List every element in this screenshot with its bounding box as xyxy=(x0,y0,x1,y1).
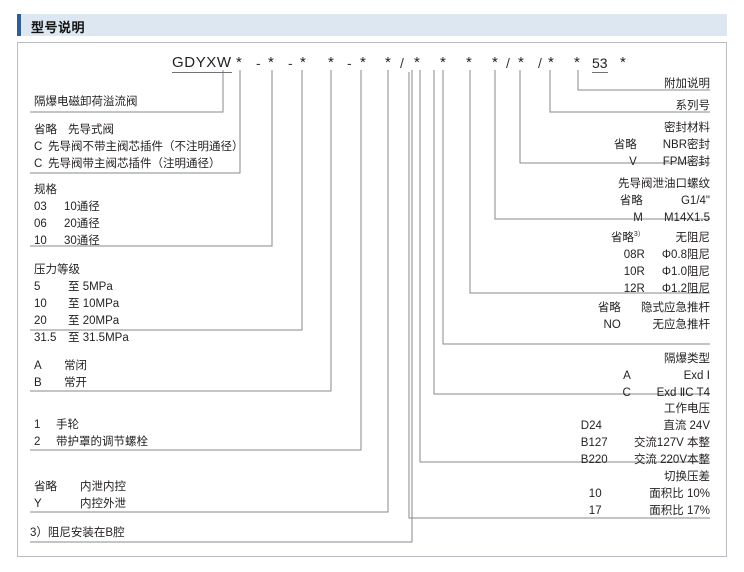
series-number-title: 系列号 xyxy=(675,100,711,112)
product-name-label: 隔爆电磁卸荷溢流阀 xyxy=(34,96,138,108)
explosion-proof-type-title: 隔爆类型 xyxy=(664,353,710,365)
block-product-name: 隔爆电磁卸荷溢流阀 xyxy=(34,94,138,111)
block-series-number: 系列号 xyxy=(676,98,711,115)
seal-material-row-2: V FPM密封 xyxy=(629,156,710,168)
drain-control-row-1: 省略内泄内控 xyxy=(34,481,126,493)
damping-row-2: 08R Φ0.8阻尼 xyxy=(623,248,710,261)
switching-pressure-difference-row-2: 17 面积比 17% xyxy=(588,505,710,517)
model-code-token-7: * xyxy=(360,54,366,71)
model-code-token-1: - xyxy=(256,55,261,71)
model-code-token-16: / xyxy=(538,55,542,71)
page-title: 型号说明 xyxy=(31,20,86,35)
switching-pressure-difference-row-1: 10 面积比 10% xyxy=(588,488,710,500)
block-additional-note: 附加说明 xyxy=(664,76,710,93)
block-pilot-drain-thread: 先导阀泄油口螺纹 省略 G1/4" M M14X1.5 xyxy=(618,176,710,227)
damping-row-4: 12R Φ1.2阻尼 xyxy=(623,282,710,295)
pilot-drain-thread-row-2: M M14X1.5 xyxy=(633,212,710,224)
header-accent-bar xyxy=(17,14,21,36)
specification-title: 规格 xyxy=(34,184,57,196)
footnote: 3）阻尼安装在B腔 xyxy=(30,525,125,542)
pilot-type-row-1: 省略先导式阀 xyxy=(34,124,114,136)
model-code-token-2: * xyxy=(268,54,274,71)
working-voltage-row-3: B220 交流 220V本整 xyxy=(580,454,710,466)
model-code-token-19: 53 xyxy=(592,55,608,73)
model-code-token-9: / xyxy=(400,55,404,71)
model-code-token-12: * xyxy=(466,54,472,71)
working-voltage-row-1: D24 直流 24V xyxy=(580,420,710,432)
block-working-voltage: 工作电压 D24 直流 24V B127 交流127V 本整 B220 交流 2… xyxy=(581,401,710,469)
model-code-prefix: GDYXW xyxy=(172,54,232,73)
block-explosion-proof-type: 隔爆类型 A Exd Ⅰ C Exd ⅡC T4 xyxy=(622,351,710,402)
explosion-proof-type-row-1: A Exd Ⅰ xyxy=(623,370,710,382)
seal-material-row-1: 省略 NBR密封 xyxy=(613,139,710,151)
block-switching-pressure-difference: 切换压差 10 面积比 10% 17 面积比 17% xyxy=(589,469,710,520)
block-damping: 省略3） 无阻尼 08R Φ0.8阻尼 10R Φ1.0阻尼 12R Φ1.2阻… xyxy=(611,226,710,298)
model-code-token-20: * xyxy=(620,54,626,71)
model-code-token-5: * xyxy=(328,54,334,71)
damping-row-3: 10R Φ1.0阻尼 xyxy=(623,265,710,278)
switching-pressure-difference-title: 切换压差 xyxy=(664,471,710,483)
footnote-text: 3）阻尼安装在B腔 xyxy=(30,527,125,539)
explosion-proof-type-row-2: C Exd ⅡC T4 xyxy=(622,387,710,399)
pilot-drain-thread-row-1: 省略 G1/4" xyxy=(619,195,710,207)
model-code-token-10: * xyxy=(414,54,420,71)
block-emergency-push-rod: 省略 隐式应急推杆 NO 无应急推杆 xyxy=(598,300,710,334)
model-code-token-8: * xyxy=(385,54,391,71)
seal-material-title: 密封材料 xyxy=(664,122,710,134)
damping-row-1: 省略3） 无阻尼 xyxy=(610,231,710,244)
emergency-push-rod-row-2: NO 无应急推杆 xyxy=(603,319,710,331)
model-code-token-13: * xyxy=(492,54,498,71)
model-code-token-11: * xyxy=(440,54,446,71)
model-code-token-15: * xyxy=(518,54,524,71)
working-voltage-title: 工作电压 xyxy=(664,403,710,415)
model-code-token-14: / xyxy=(506,55,510,71)
model-code-token-4: * xyxy=(300,54,306,71)
model-code-token-3: - xyxy=(288,55,293,71)
emergency-push-rod-row-1: 省略 隐式应急推杆 xyxy=(597,302,710,314)
damping-footnote-marker: 3） xyxy=(633,231,645,238)
pilot-drain-thread-title: 先导阀泄油口螺纹 xyxy=(618,178,710,190)
model-code-token-18: * xyxy=(574,54,580,71)
diagram-panel xyxy=(17,42,727,557)
pressure-rating-title: 压力等级 xyxy=(34,264,80,276)
section-header-bar xyxy=(17,14,727,36)
model-code-token-6: - xyxy=(347,55,352,71)
model-code-token-17: * xyxy=(548,54,554,71)
additional-note-title: 附加说明 xyxy=(664,78,710,90)
block-seal-material: 密封材料 省略 NBR密封 V FPM密封 xyxy=(614,120,710,171)
model-code-token-0: * xyxy=(236,54,242,71)
working-voltage-row-2: B127 交流127V 本整 xyxy=(580,437,710,449)
